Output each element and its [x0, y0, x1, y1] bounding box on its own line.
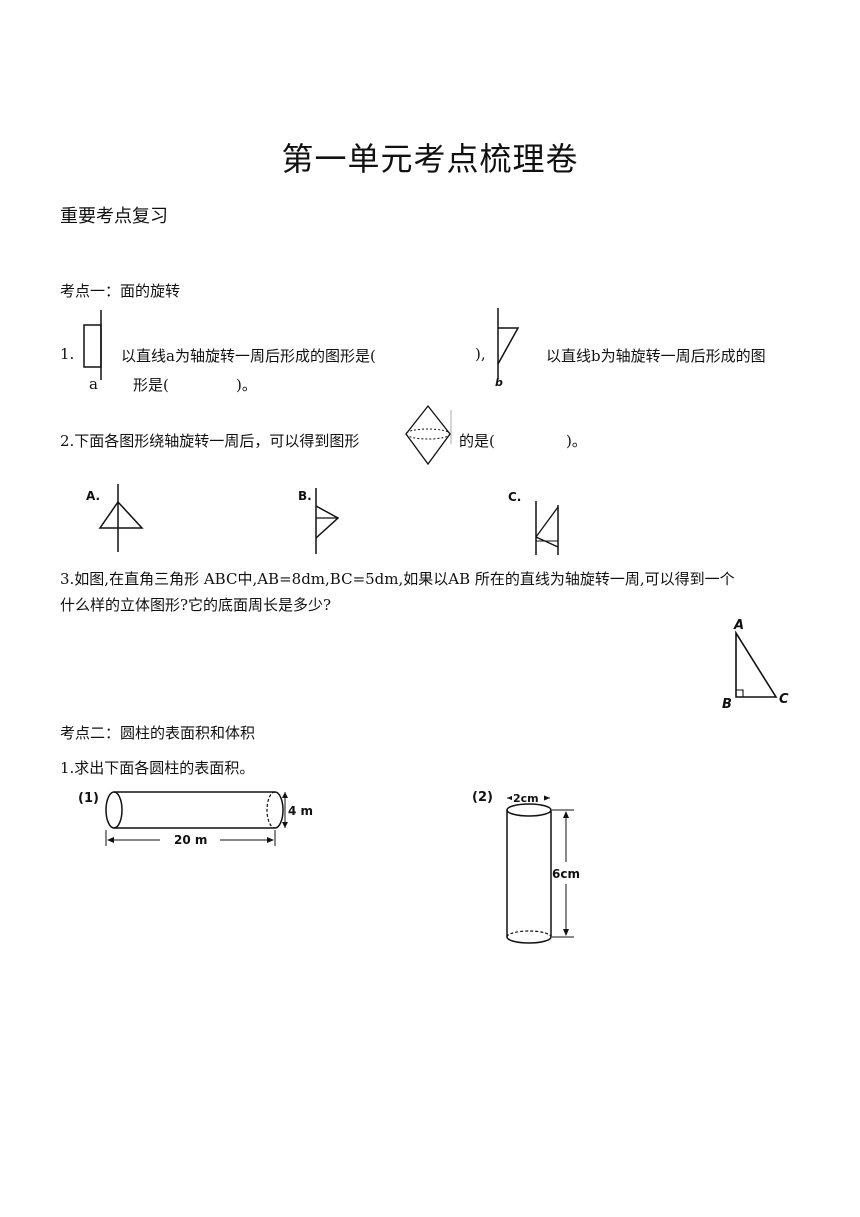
q2-text: 2.下面各图形绕轴旋转一周后，可以得到图形	[60, 432, 360, 450]
cylinder-2-figure: (2) 2cm 6cm	[472, 790, 580, 944]
q2-text-close: )。	[566, 432, 587, 450]
option-a-label: A.	[86, 489, 100, 503]
q1-text-part2: 以直线b为轴旋转一周后形成的图	[546, 347, 766, 365]
page-title: 第一单元考点梳理卷	[281, 140, 579, 178]
q3-right-triangle-figure: A B C	[722, 618, 789, 712]
topic2-heading: 考点二：圆柱的表面积和体积	[60, 724, 256, 742]
axis-label-b: b	[495, 376, 503, 389]
q2-text-end: 的是(	[459, 432, 495, 450]
cylinder-2-diameter: 2cm	[513, 792, 539, 805]
q1-triangle-figure	[497, 308, 520, 378]
option-b-figure: B.	[298, 488, 340, 554]
section-heading: 重要考点复习	[60, 206, 168, 227]
q1-line2-end: )。	[236, 376, 257, 394]
q1-paren-close: ),	[475, 345, 486, 363]
cylinder-1-figure: (1) 4 m 20 m	[78, 791, 313, 847]
vertex-a-label: A	[733, 618, 744, 633]
option-c-label: C.	[508, 490, 521, 504]
cylinder-2-label: (2)	[472, 790, 493, 805]
cylinder-1-diameter: 4 m	[288, 804, 313, 818]
topic1-heading: 考点一：面的旋转	[60, 282, 181, 300]
option-c-figure: C.	[508, 490, 559, 555]
q3-line2: 什么样的立体图形?它的底面周长是多少?	[60, 596, 332, 614]
cylinder-2-height: 6cm	[552, 867, 580, 881]
option-b-label: B.	[298, 489, 312, 503]
topic2-q1-text: 1.求出下面各圆柱的表面积。	[60, 759, 255, 777]
q2-double-cone-figure	[405, 404, 452, 466]
q1-number: 1.	[60, 345, 75, 363]
cylinder-1-length: 20 m	[174, 833, 207, 847]
option-a-figure: A.	[86, 484, 144, 552]
q1-text-part1: 以直线a为轴旋转一周后形成的图形是(	[121, 347, 376, 365]
q3-line1: 3.如图,在直角三角形 ABC中,AB=8dm,BC=5dm,如果以AB 所在的…	[60, 570, 735, 588]
vertex-b-label: B	[722, 697, 732, 712]
q1-rectangle-figure	[83, 310, 102, 380]
vertex-c-label: C	[779, 692, 789, 707]
q1-line2: 形是(	[133, 376, 169, 394]
cylinder-1-label: (1)	[78, 791, 99, 806]
axis-label-a: a	[89, 375, 98, 393]
